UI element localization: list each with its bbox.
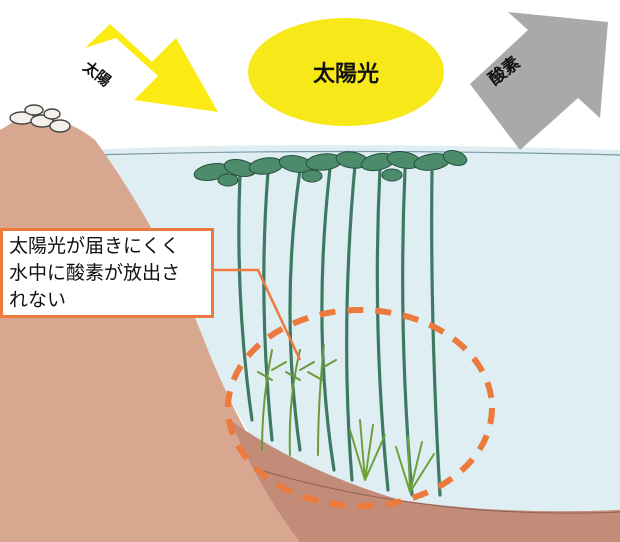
floating-leaves	[193, 150, 468, 187]
callout-box: 太陽光が届きにくく 水中に酸素が放出さ れない	[0, 228, 214, 318]
sunlight-label: 太陽光	[312, 62, 379, 87]
sun-arrow	[85, 24, 218, 112]
water	[90, 145, 620, 542]
highlight-dashed-circle	[225, 307, 495, 509]
callout-text: 太陽光が届きにくく 水中に酸素が放出さ れない	[9, 235, 181, 311]
rocks	[9, 104, 71, 133]
tall-plant-stems	[237, 163, 442, 497]
submerged-small-plants	[257, 344, 337, 456]
oxygen-arrow	[470, 12, 608, 150]
sunlight-ellipse	[248, 18, 444, 126]
water-surface-line	[94, 150, 620, 156]
callout-leader	[214, 268, 302, 361]
pond-bottom	[230, 420, 620, 542]
sediment-line	[259, 469, 620, 514]
grass-tufts	[349, 419, 435, 493]
